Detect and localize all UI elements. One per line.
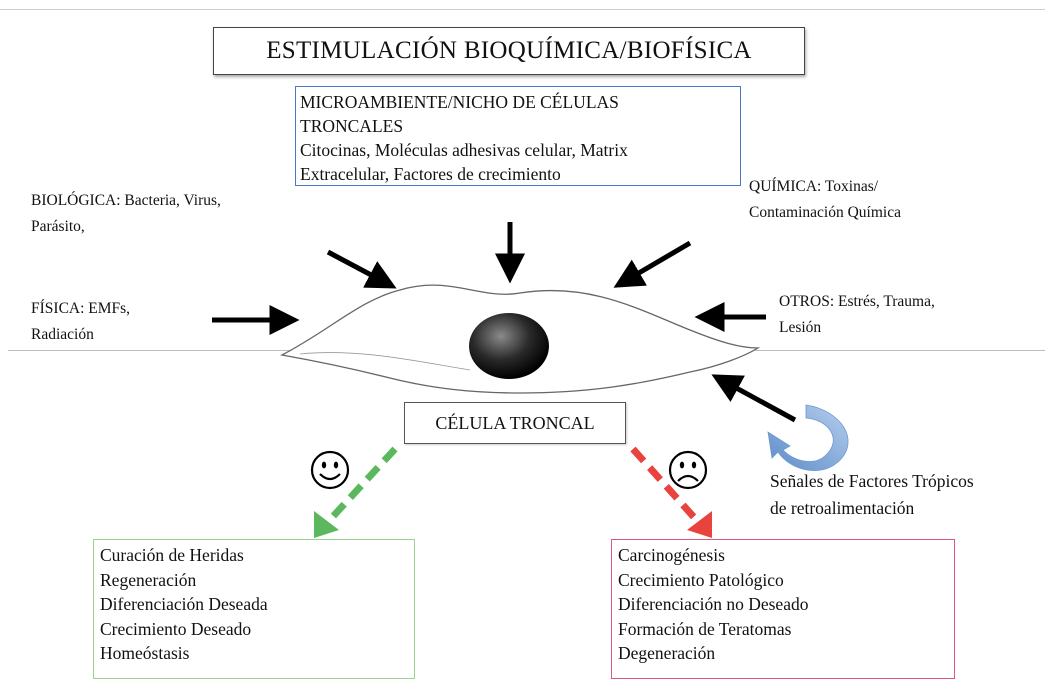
stem-cell-nucleus (469, 313, 549, 379)
feedback-line: de retroalimentación (770, 498, 915, 518)
niche-box: MICROAMBIENTE/NICHO DE CÉLULAS TRONCALES… (295, 86, 741, 186)
niche-line: MICROAMBIENTE/NICHO DE CÉLULAS (300, 92, 619, 112)
bad-outcome-item: Degeneración (618, 643, 716, 663)
niche-line: TRONCALES (300, 116, 404, 136)
sad-face-icon (668, 450, 708, 490)
bad-outcome-item: Carcinogénesis (618, 545, 725, 565)
others-label: OTROS: Estrés, Trauma, Lesión (779, 289, 935, 341)
good-arrowhead (314, 511, 339, 538)
diagram-title: ESTIMULACIÓN BIOQUÍMICA/BIOFÍSICA (266, 37, 752, 64)
good-outcomes-box: Curación de Heridas Regeneración Diferen… (93, 539, 415, 679)
good-outcome-item: Curación de Heridas (100, 545, 244, 565)
bad-outcome-item: Crecimiento Patológico (618, 569, 784, 590)
good-outcome-item: Diferenciación Deseada (100, 594, 268, 614)
feedback-label: Señales de Factores Trópicos de retroali… (770, 468, 974, 522)
physical-label: FÍSICA: EMFs, Radiación (31, 296, 130, 348)
chemical-label: QUÍMICA: Toxinas/ Contaminación Química (749, 174, 901, 226)
others-line: OTROS: Estrés, Trauma, (779, 293, 935, 310)
bad-arrowhead (687, 511, 712, 538)
top-rule (0, 9, 1045, 10)
feedback-curve-arrow (767, 404, 849, 471)
chemical-arrow (613, 240, 692, 288)
good-outcome-item: Regeneración (100, 569, 197, 590)
bad-outcomes-box: Carcinogénesis Crecimiento Patológico Di… (611, 539, 955, 679)
stem-cell-label: CÉLULA TRONCAL (435, 413, 595, 433)
feedback-arrow (711, 374, 797, 423)
niche-line: Extracelular, Factores de crecimiento (300, 164, 561, 184)
physical-line: FÍSICA: EMFs, (31, 300, 131, 317)
chemical-line: Contaminación Química (749, 204, 901, 221)
bad-outcome-item: Diferenciación no Deseado (618, 594, 809, 614)
good-path-arrow (323, 446, 398, 527)
good-outcome-item: Crecimiento Deseado (100, 618, 252, 639)
bad-outcome-item: Formación de Teratomas (618, 618, 792, 639)
biological-label: BIOLÓGICA: Bacteria, Virus, Parásito, (31, 188, 221, 240)
physical-line: Radiación (31, 326, 94, 343)
bad-path-arrow (630, 446, 703, 527)
others-line: Lesión (779, 319, 822, 336)
smiley-face-icon (310, 450, 350, 490)
biological-arrow (326, 249, 397, 289)
niche-line: Citocinas, Moléculas adhesivas celular, … (300, 140, 628, 160)
feedback-line: Señales de Factores Trópicos (770, 471, 974, 491)
chemical-line: QUÍMICA: Toxinas/ (749, 178, 879, 195)
stem-cell-label-box: CÉLULA TRONCAL (404, 402, 626, 444)
biological-line: BIOLÓGICA: Bacteria, Virus, (31, 192, 221, 209)
title-box: ESTIMULACIÓN BIOQUÍMICA/BIOFÍSICA (213, 27, 805, 75)
biological-line: Parásito, (31, 218, 85, 235)
good-outcome-item: Homeóstasis (100, 643, 190, 663)
